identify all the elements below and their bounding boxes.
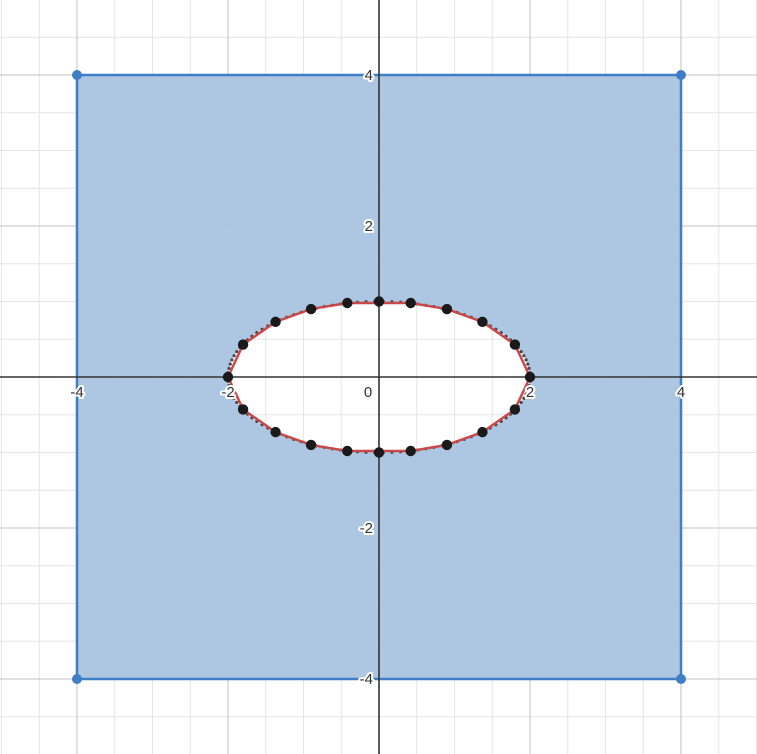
y-tick-label: -4 xyxy=(360,671,373,688)
y-tick-label: -2 xyxy=(360,520,373,537)
sample-point xyxy=(373,447,385,458)
sample-point xyxy=(342,297,353,309)
sample-point xyxy=(524,371,536,383)
ellipse-dot xyxy=(228,362,232,366)
x-tick-label: 2 xyxy=(526,384,534,401)
y-tick-label: 2 xyxy=(365,218,373,235)
y-tick-label: 4 xyxy=(365,67,373,84)
sample-point xyxy=(305,303,317,315)
ellipse-dot xyxy=(227,366,231,370)
sample-point xyxy=(270,316,281,328)
x-tick-label: 4 xyxy=(677,384,685,401)
vertex-point xyxy=(72,674,82,684)
sample-point xyxy=(237,339,249,350)
sample-point xyxy=(373,296,385,307)
x-tick-label: 0 xyxy=(364,384,372,401)
ellipse-dot xyxy=(526,388,530,392)
ellipse-dot xyxy=(228,388,232,392)
sample-point xyxy=(509,404,521,415)
ellipse-dot xyxy=(230,392,234,396)
x-tick-label: -4 xyxy=(70,384,83,401)
ellipse-dot xyxy=(522,396,526,400)
ellipse-dot xyxy=(527,384,531,388)
sample-point xyxy=(222,371,234,383)
sample-point xyxy=(477,316,488,328)
vertex-point xyxy=(676,674,686,684)
ellipse-dot xyxy=(230,358,234,362)
ellipse-dot xyxy=(519,350,523,354)
ellipse-dot xyxy=(524,358,528,362)
sample-point xyxy=(405,445,416,457)
square-vertices xyxy=(72,70,686,684)
x-tick-label: -2 xyxy=(221,384,234,401)
sample-point xyxy=(305,439,317,451)
ellipse-dot xyxy=(232,396,236,400)
sample-point xyxy=(477,426,488,438)
sample-points xyxy=(222,296,536,458)
sample-point xyxy=(342,445,353,457)
sample-point xyxy=(509,339,521,350)
ellipse-dot xyxy=(526,362,530,366)
sample-point xyxy=(237,404,249,415)
ellipse-dot xyxy=(527,366,531,370)
ellipse-dot xyxy=(522,354,526,358)
sample-point xyxy=(405,297,416,309)
ellipse-dot xyxy=(235,350,239,354)
vertex-point xyxy=(676,70,686,80)
sample-point xyxy=(441,439,453,451)
ellipse-dot xyxy=(524,392,528,396)
vertex-point xyxy=(72,70,82,80)
ellipse-dot xyxy=(519,400,523,404)
region-fill xyxy=(77,75,681,679)
ellipse-dot xyxy=(232,354,236,358)
ellipse-dot xyxy=(227,384,231,388)
sample-point xyxy=(270,426,281,438)
sample-point xyxy=(441,303,453,315)
tick-labels: -4 -2 0 2 4 4 2 -2 -4 xyxy=(68,65,687,690)
ellipse-dot xyxy=(235,400,239,404)
